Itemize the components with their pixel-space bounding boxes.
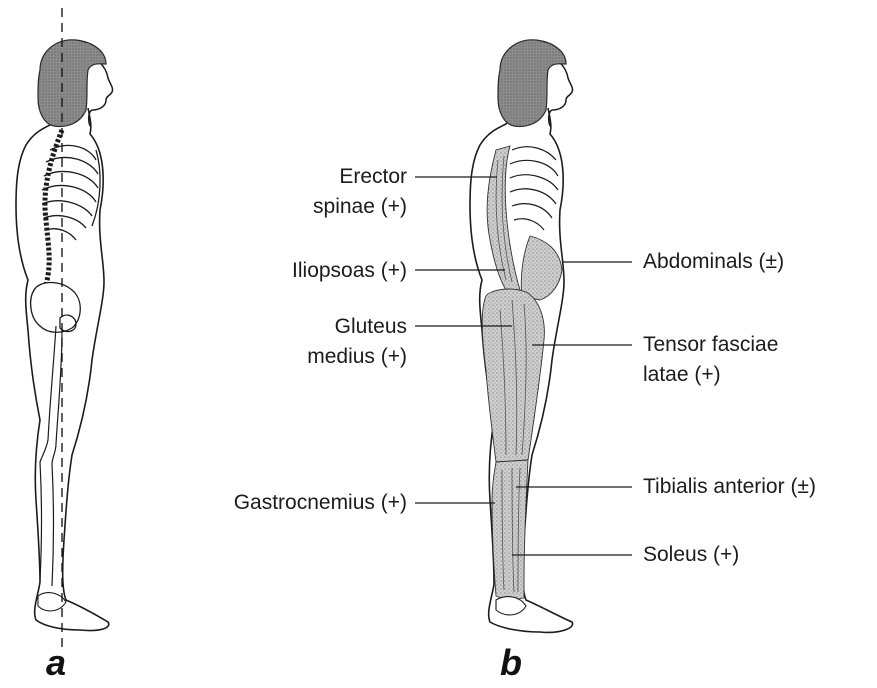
label-soleus: Soleus (+) <box>643 540 739 570</box>
label-gastrocnemius: Gastrocnemius (+) <box>234 488 407 518</box>
label-gluteus-line-1: Gluteus <box>307 312 407 342</box>
figure-a-hair <box>38 40 106 127</box>
label-gluteus-line-2: medius (+) <box>307 342 407 372</box>
label-gastrocnemius-line-1: Gastrocnemius (+) <box>234 488 407 518</box>
figure-b-muscles <box>470 40 573 633</box>
label-tensor-line-2: latae (+) <box>643 360 778 390</box>
label-iliopsoas: Iliopsoas (+) <box>292 256 407 286</box>
figure-b-lower-leg-muscles <box>492 460 528 599</box>
label-iliopsoas-line-1: Iliopsoas (+) <box>292 256 407 286</box>
label-abdominals: Abdominals (±) <box>643 247 784 277</box>
label-tibialis-anterior: Tibialis anterior (±) <box>643 472 816 502</box>
label-abdominals-line-1: Abdominals (±) <box>643 247 784 277</box>
label-erector-line-1: Erector <box>313 162 407 192</box>
panel-letter-b: b <box>500 642 522 684</box>
figure-a-pelvis <box>31 283 81 333</box>
label-erector-spinae: Erector spinae (+) <box>313 162 407 222</box>
label-tensor-fasciae-latae: Tensor fasciae latae (+) <box>643 330 778 390</box>
label-gluteus-medius: Gluteus medius (+) <box>307 312 407 372</box>
label-soleus-line-1: Soleus (+) <box>643 540 739 570</box>
panel-letter-a: a <box>46 642 66 684</box>
figure-b-hair <box>498 40 566 127</box>
label-erector-line-2: spinae (+) <box>313 192 407 222</box>
figure-a-skeleton <box>16 8 113 648</box>
label-tibialis-line-1: Tibialis anterior (±) <box>643 472 816 502</box>
label-tensor-line-1: Tensor fasciae <box>643 330 778 360</box>
